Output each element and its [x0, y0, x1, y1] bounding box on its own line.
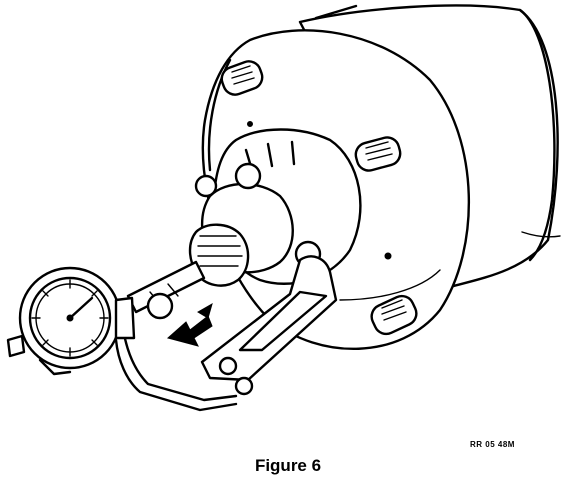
hub-bearing-assembly — [188, 128, 362, 287]
wheel-stud-right — [354, 136, 402, 172]
wheel-stud-bottom — [370, 294, 418, 336]
movement-arrows — [166, 302, 213, 347]
dial-indicator — [6, 266, 136, 376]
wheel-stud-top — [220, 60, 264, 96]
illustration-reference-code: RR 05 48M — [470, 440, 515, 449]
magnetic-base-bracket — [114, 255, 338, 412]
figure-caption: Figure 6 — [254, 456, 322, 475]
